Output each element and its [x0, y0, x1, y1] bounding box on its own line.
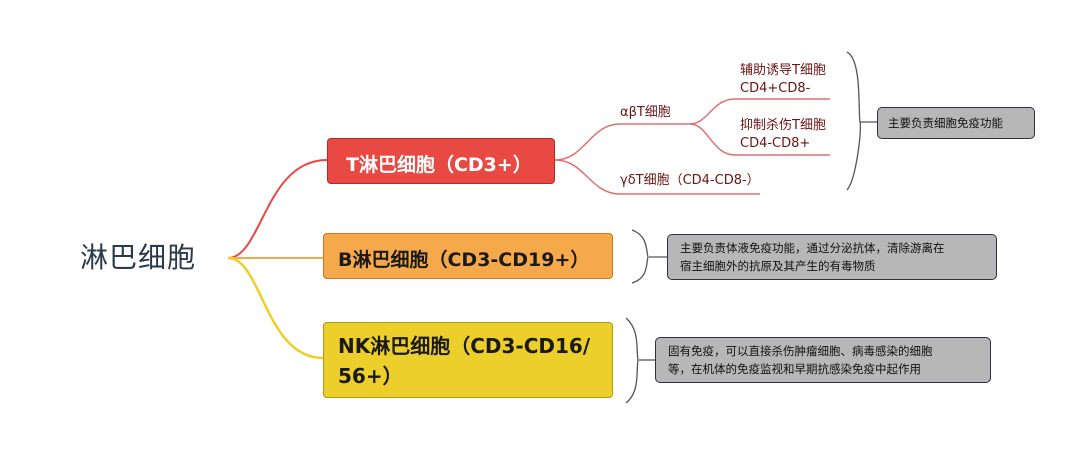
- note-nk-cell[interactable]: 固有免疫，可以直接杀伤肿瘤细胞、病毒感染的细胞 等，在机体的免疫监视和早期抗感染…: [655, 337, 991, 383]
- link-ab-suppressor: [689, 123, 830, 156]
- note-b-line2: 宿主细胞外的抗原及其产生的有毒物质: [680, 259, 876, 273]
- node-nk-cell[interactable]: NK淋巴细胞（CD3-CD16/ 56+）: [323, 322, 613, 398]
- brace-t: [846, 51, 862, 191]
- note-b-cell[interactable]: 主要负责体液免疫功能，通过分泌抗体，清除游离在 宿主细胞外的抗原及其产生的有毒物…: [667, 234, 997, 280]
- note-nk-line2: 等，在机体的免疫监视和早期抗感染免疫中起作用: [668, 362, 921, 376]
- subnode-suppressor-line1: 抑制杀伤T细胞: [740, 118, 826, 133]
- node-nk-label-line1: NK淋巴细胞（CD3-CD16/: [338, 334, 591, 358]
- node-t-cell[interactable]: T淋巴细胞（CD3+）: [327, 138, 555, 184]
- subnode-alpha-beta-t[interactable]: αβT细胞: [620, 105, 671, 120]
- link-t-gammadelta: [554, 159, 760, 195]
- subnode-helper-t[interactable]: 辅助诱导T细胞 CD4+CD8-: [740, 62, 826, 98]
- brace-nk: [625, 317, 639, 404]
- link-root-t: [227, 159, 328, 259]
- note-b-line1: 主要负责体液免疫功能，通过分泌抗体，清除游离在: [680, 241, 945, 255]
- link-ab-helper: [689, 98, 830, 125]
- note-nk-line1: 固有免疫，可以直接杀伤肿瘤细胞、病毒感染的细胞: [668, 344, 933, 358]
- subnode-suppressor-t[interactable]: 抑制杀伤T细胞 CD4-CD8+: [740, 117, 826, 153]
- subnode-gamma-delta-t[interactable]: γδT细胞（CD4-CD8-）: [620, 173, 760, 188]
- note-t-cell[interactable]: 主要负责细胞免疫功能: [877, 107, 1035, 139]
- brace-b: [631, 229, 649, 284]
- subnode-suppressor-line2: CD4-CD8+: [740, 136, 811, 151]
- node-b-cell[interactable]: B淋巴细胞（CD3-CD19+）: [323, 233, 613, 279]
- node-nk-label-line2: 56+）: [338, 364, 403, 388]
- subnode-helper-line1: 辅助诱导T细胞: [740, 63, 826, 78]
- subnode-helper-line2: CD4+CD8-: [740, 81, 811, 96]
- link-root-nk: [227, 256, 324, 360]
- root-node-lymphocyte[interactable]: 淋巴细胞: [80, 241, 197, 274]
- link-t-alphabeta: [554, 123, 690, 161]
